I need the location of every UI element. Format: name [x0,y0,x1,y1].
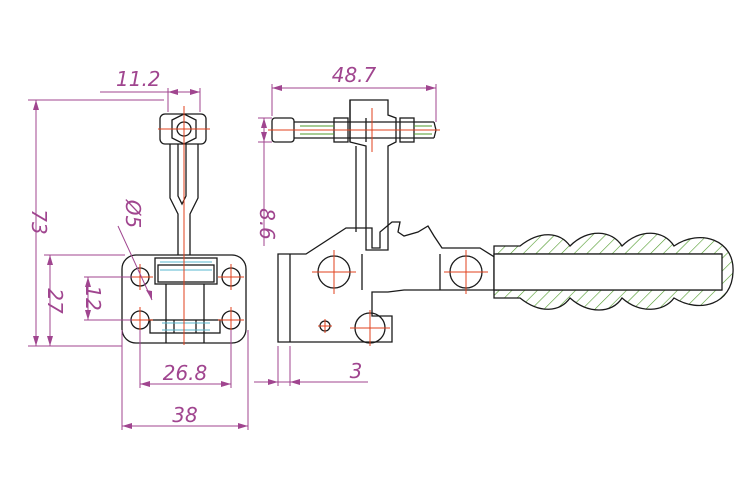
dim-side-length: 48.7 [332,63,377,87]
side-center-marks [268,108,488,346]
dim-hole-diameter: Ø5 [121,199,145,228]
dim-hole-spacing-vertical: 12 [81,285,105,310]
dimension-lines [28,84,437,430]
clamp-arm [349,99,397,251]
dim-height-base: 27 [43,288,67,314]
dim-hole-spacing-horizontal: 26.8 [163,361,208,385]
front-view [121,106,247,345]
dim-side-height: 8.6 [255,208,279,240]
handle-grip [493,232,734,311]
dimension-arrows [33,85,436,429]
spindle-threads [300,125,432,135]
center-marks [127,106,244,345]
dim-width-top: 11.2 [116,67,161,91]
stem [169,144,199,255]
dim-base-width: 38 [172,403,197,427]
side-view [268,99,734,346]
hidden-lines [160,261,212,331]
clamp-body [277,221,497,344]
dim-height-total: 73 [27,209,51,234]
dim-base-thickness: 3 [350,359,363,383]
